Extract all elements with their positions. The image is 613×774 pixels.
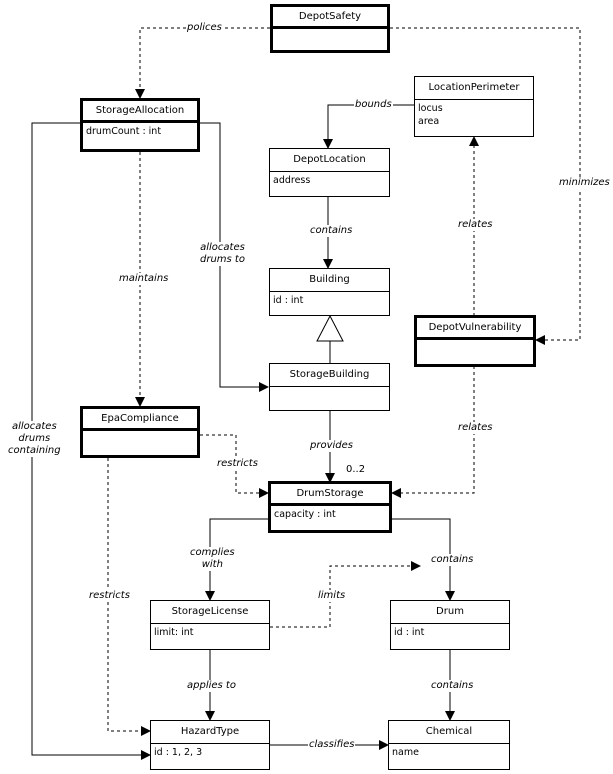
class-attributes: name — [389, 744, 509, 761]
attribute: area — [418, 116, 440, 127]
relates-storage-connector — [391, 366, 475, 498]
restricts-hazard-connector — [107, 458, 151, 736]
class-attributes — [273, 29, 387, 33]
label-line: allocates — [11, 421, 57, 432]
label-line: drums — [18, 433, 51, 444]
class-location-perimeter[interactable]: LocationPerimeter locus area — [414, 76, 534, 137]
attribute: address — [273, 175, 311, 186]
class-name: Building — [270, 269, 389, 292]
generalization-triangle — [316, 314, 344, 342]
attribute: drumCount : int — [86, 126, 162, 137]
label-relates-storage: relates — [457, 422, 494, 434]
attribute: id : int — [273, 295, 304, 306]
class-name: Drum — [391, 601, 509, 624]
label-maintains: maintains — [118, 273, 170, 285]
class-attributes — [83, 431, 197, 435]
multiplicity-drum-storage: 0..2 — [346, 464, 366, 475]
class-chemical[interactable]: Chemical name — [388, 720, 510, 770]
label-limits: limits — [317, 590, 347, 602]
class-name: Chemical — [389, 721, 509, 744]
class-attributes — [270, 387, 389, 391]
class-attributes: capacity : int — [271, 506, 389, 523]
class-attributes: id : int — [270, 292, 389, 309]
label-contains-location: contains — [309, 225, 354, 237]
label-minimizes: minimizes — [558, 177, 611, 189]
contains-drum-connector — [392, 518, 455, 601]
label-allocates-drums-containing: allocates drums containing — [7, 421, 62, 457]
class-attributes — [417, 340, 533, 344]
label-polices: polices — [186, 22, 223, 34]
attribute: locus — [418, 103, 443, 114]
label-line: allocates — [200, 242, 245, 253]
class-name: LocationPerimeter — [415, 77, 533, 100]
class-name: DepotSafety — [273, 7, 387, 29]
minimizes-connector — [390, 27, 581, 345]
class-storage-license[interactable]: StorageLicense limit: int — [150, 600, 270, 650]
class-name: EpaCompliance — [83, 409, 197, 431]
class-storage-building[interactable]: StorageBuilding — [269, 363, 390, 411]
class-name: DepotLocation — [270, 149, 389, 172]
class-name: StorageAllocation — [83, 101, 197, 123]
label-line: with — [201, 559, 223, 570]
class-epa-compliance[interactable]: EpaCompliance — [80, 406, 200, 458]
class-name: HazardType — [151, 721, 269, 744]
class-name: DrumStorage — [271, 484, 389, 506]
label-restricts-hazard: restricts — [88, 590, 131, 602]
polices-connector — [135, 27, 270, 99]
class-depot-safety[interactable]: DepotSafety — [270, 4, 390, 53]
attribute: name — [392, 747, 419, 758]
label-applies-to: applies to — [186, 680, 237, 692]
class-attributes: id : 1, 2, 3 — [151, 744, 269, 761]
class-attributes: address — [270, 172, 389, 189]
class-name: DepotVulnerability — [417, 318, 533, 340]
class-depot-location[interactable]: DepotLocation address — [269, 148, 390, 197]
label-classifies: classifies — [308, 739, 356, 751]
attribute: id : int — [394, 627, 425, 638]
complies-with-connector — [205, 518, 268, 601]
label-allocates-drums-to: allocates drums to — [199, 242, 246, 266]
class-attributes: limit: int — [151, 624, 269, 641]
class-storage-allocation[interactable]: StorageAllocation drumCount : int — [80, 98, 200, 152]
class-name: StorageBuilding — [270, 364, 389, 387]
restricts-storage-connector — [200, 434, 269, 498]
class-drum-storage[interactable]: DrumStorage capacity : int — [268, 481, 392, 533]
label-contains-drum: contains — [430, 554, 475, 566]
label-line: drums to — [200, 254, 245, 265]
label-complies-with: complies with — [189, 547, 236, 571]
class-drum[interactable]: Drum id : int — [390, 600, 510, 650]
label-relates-perimeter: relates — [457, 219, 494, 231]
label-provides: provides — [309, 440, 354, 452]
attribute: id : 1, 2, 3 — [154, 747, 203, 758]
class-depot-vulnerability[interactable]: DepotVulnerability — [414, 315, 536, 367]
label-line: containing — [8, 445, 61, 456]
class-attributes: locus area — [415, 100, 533, 130]
label-line: complies — [190, 547, 235, 558]
class-attributes: id : int — [391, 624, 509, 641]
attribute: capacity : int — [274, 509, 336, 520]
label-contains-chemical: contains — [430, 680, 475, 692]
class-building[interactable]: Building id : int — [269, 268, 390, 316]
label-bounds: bounds — [354, 99, 393, 111]
class-name: StorageLicense — [151, 601, 269, 624]
class-attributes: drumCount : int — [83, 123, 197, 140]
label-restricts-storage: restricts — [216, 458, 259, 470]
bounds-connector — [323, 104, 415, 149]
class-hazard-type[interactable]: HazardType id : 1, 2, 3 — [150, 720, 270, 770]
attribute: limit: int — [154, 627, 194, 638]
